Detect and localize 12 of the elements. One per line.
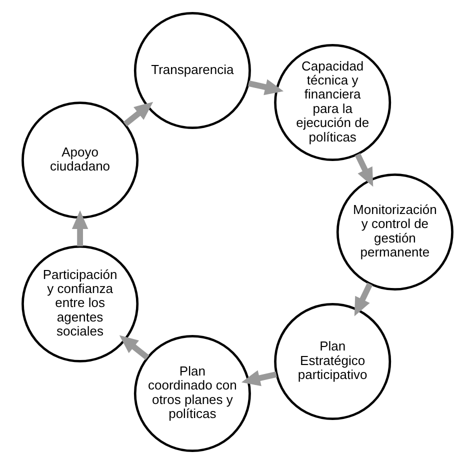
node-circle: Monitorización y control de gestión permanente (336, 174, 454, 290)
arrow (241, 370, 278, 386)
node-circle: Plan Estratégico participativo (274, 303, 392, 420)
node-circle: Capacidad técnica y financiera para la ejecución de políticas (274, 44, 392, 161)
arrow (354, 282, 373, 316)
arrow (123, 102, 154, 126)
arrow (354, 153, 374, 187)
arrow (248, 79, 284, 96)
node-circle: Apoyo ciudadano (22, 102, 139, 219)
arrow (119, 335, 150, 360)
arrow (72, 210, 88, 246)
node-circle: Plan coordinado con otros planes y políticas (134, 335, 251, 452)
